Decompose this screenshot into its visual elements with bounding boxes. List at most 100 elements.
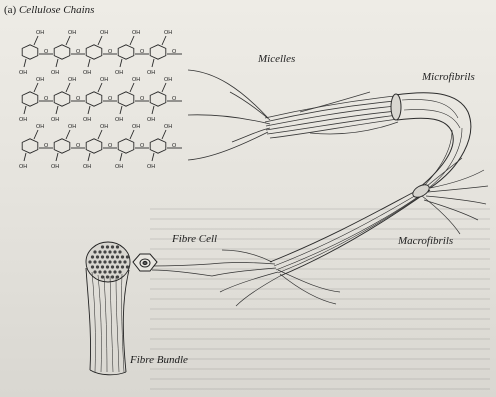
hydroxyl-label: OH [68, 77, 76, 83]
fibre-cross-section [111, 265, 114, 268]
microfibril-splay [420, 158, 488, 234]
cellulose-chains-drawing: OH OH O OH OH O OH OH O OH OH O OH OH O OH OH O OH OH O OH OH O… [19, 30, 182, 170]
hydroxyl-label: OH [36, 30, 44, 36]
fibre-cross-section [103, 250, 106, 253]
glucose-ring [118, 45, 134, 59]
fibre-cross-section [126, 255, 129, 258]
fibre-cross-section [106, 265, 109, 268]
bond-line [34, 130, 38, 139]
glucose-ring [22, 139, 38, 153]
panel-title: (a) Cellulose Chains [4, 5, 94, 16]
hydroxyl-label: OH [132, 30, 140, 36]
fibre-cross-section [121, 265, 124, 268]
fibre-cross-section [123, 260, 126, 263]
fibre-cross-section [101, 245, 104, 248]
fibre-cross-section [93, 260, 96, 263]
fibre-cross-section [108, 270, 111, 273]
oxygen-label: O [76, 96, 81, 102]
fibre-cross-section [116, 245, 119, 248]
fibre-cross-section [96, 265, 99, 268]
oxygen-label: O [140, 143, 145, 149]
hydroxyl-label: OH [164, 77, 172, 83]
bond-line [120, 153, 122, 161]
hydroxyl-label: OH [147, 70, 155, 76]
hydroxyl-label: OH [100, 77, 108, 83]
bond-line [24, 153, 26, 161]
hydroxyl-label: OH [83, 164, 91, 170]
fibre-cross-section [111, 245, 114, 248]
bond-line [56, 153, 58, 161]
fibre-cross-section [93, 270, 96, 273]
bond-line [88, 106, 90, 114]
bond-line [24, 59, 26, 67]
bond-line [34, 83, 38, 92]
fibre-cross-section [111, 275, 114, 278]
hydroxyl-label: OH [19, 70, 27, 76]
bond-line [66, 130, 70, 139]
fibre-cross-section [91, 255, 94, 258]
fibre-cross-section [111, 255, 114, 258]
oxygen-label: O [108, 96, 113, 102]
hydroxyl-label: OH [19, 117, 27, 123]
fibre-bundle-drawing [86, 242, 130, 375]
hydroxyl-label: OH [51, 117, 59, 123]
fibre-cross-section [113, 250, 116, 253]
glucose-ring [150, 92, 166, 106]
oxygen-label: O [76, 143, 81, 149]
microfibril-bundle [265, 92, 398, 138]
hydroxyl-label: OH [132, 124, 140, 130]
hydroxyl-label: OH [147, 164, 155, 170]
fibre-cross-section [96, 255, 99, 258]
oxygen-label: O [108, 49, 113, 55]
bond-line [98, 130, 102, 139]
oxygen-label: O [44, 143, 49, 149]
fibre-cross-section [113, 270, 116, 273]
fibre-cross-section [91, 265, 94, 268]
macrofibrils-label: Macrofibrils [398, 236, 453, 247]
bond-line [130, 130, 134, 139]
bond-line [98, 83, 102, 92]
bond-line [88, 59, 90, 67]
hydroxyl-label: OH [36, 124, 44, 130]
oxygen-label: O [140, 96, 145, 102]
bond-line [56, 106, 58, 114]
fibre-cross-section [101, 255, 104, 258]
microfibrils-label: Microfibrils [422, 72, 475, 83]
fibre-cross-section [106, 275, 109, 278]
glucose-ring [54, 92, 70, 106]
bond-line [162, 130, 166, 139]
hydroxyl-label: OH [115, 164, 123, 170]
glucose-ring [22, 45, 38, 59]
hydroxyl-label: OH [19, 164, 27, 170]
bond-line [98, 36, 102, 45]
cellulose-chains-label: Cellulose Chains [19, 4, 94, 16]
hydroxyl-label: OH [68, 124, 76, 130]
glucose-ring [118, 139, 134, 153]
glucose-ring [54, 139, 70, 153]
oxygen-label: O [44, 49, 49, 55]
bond-line [152, 59, 154, 67]
fibre-cross-section [106, 255, 109, 258]
bond-line [162, 36, 166, 45]
bond-line [56, 59, 58, 67]
bond-line [24, 106, 26, 114]
oxygen-label: O [140, 49, 145, 55]
fibre-cross-section [113, 260, 116, 263]
fibre-cross-section [116, 255, 119, 258]
panel-label: (a) [4, 4, 16, 16]
fibre-cross-section [108, 250, 111, 253]
fibre-cross-section [116, 265, 119, 268]
oxygen-label: O [44, 96, 49, 102]
fibre-cross-section [121, 255, 124, 258]
fibre-cross-section [98, 270, 101, 273]
bond-line [152, 106, 154, 114]
fibre-cross-section [118, 250, 121, 253]
oxygen-label: O [76, 49, 81, 55]
fibre-cross-section [93, 250, 96, 253]
glucose-ring [118, 92, 134, 106]
fibre-cross-section [98, 260, 101, 263]
micelles-label: Micelles [258, 54, 295, 65]
fibre-cross-section [118, 270, 121, 273]
